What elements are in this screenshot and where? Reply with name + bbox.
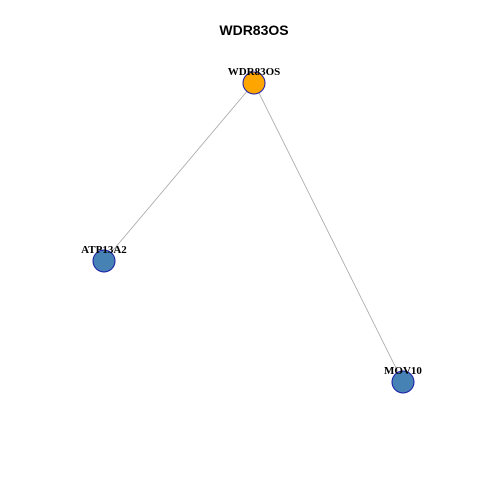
node-atp13a2 (92, 249, 116, 273)
node-label-mov10: MOV10 (384, 365, 422, 377)
node-label-wdr83os: WDR83OS (228, 66, 281, 78)
graph-title: WDR83OS (219, 22, 288, 38)
node-label-atp13a2: ATP13A2 (81, 244, 127, 256)
node-mov10 (391, 370, 415, 394)
nodes-layer (92, 71, 415, 394)
edge-wdr83os-atp13a2 (103, 82, 255, 262)
edges-layer (103, 82, 404, 383)
node-wdr83os (242, 71, 266, 95)
edge-wdr83os-mov10 (253, 82, 404, 383)
